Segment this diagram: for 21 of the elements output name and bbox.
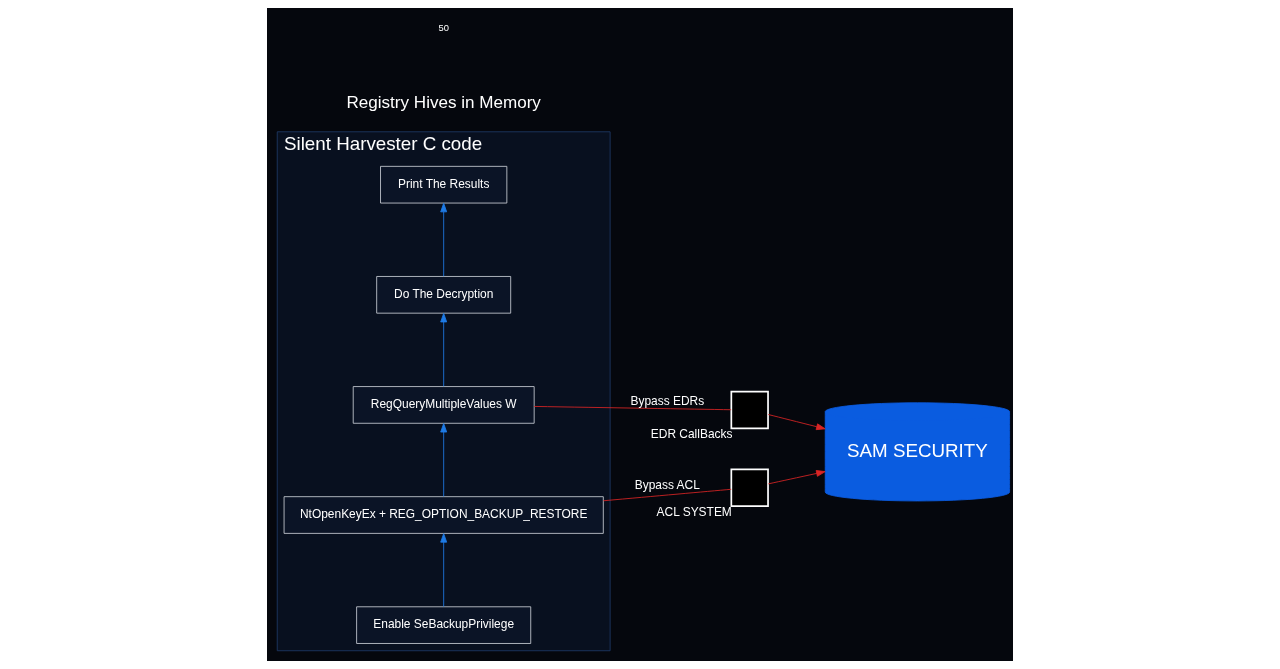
arrow: [440, 313, 448, 387]
node-box: Enable SeBackupPrivilege: [356, 606, 532, 644]
node-box: Do The Decryption: [376, 276, 512, 314]
node-box: [730, 468, 769, 507]
edge-label: Bypass EDRs: [630, 394, 705, 409]
arrow: [767, 470, 826, 485]
label: Registry Hives in Memory: [346, 92, 541, 112]
arrow: [767, 414, 826, 431]
arrow: [440, 533, 448, 608]
node-box: NtOpenKeyEx + REG_OPTION_BACKUP_RESTORE: [283, 496, 604, 534]
connector: [533, 406, 732, 411]
node-label: ACL SYSTEM: [656, 504, 732, 519]
arrow: [440, 202, 448, 277]
node-box: [730, 390, 769, 430]
node-label: EDR CallBacks: [650, 426, 733, 441]
edge-label: Bypass ACL: [634, 477, 700, 492]
connector: [602, 488, 732, 502]
label: 50: [438, 22, 449, 33]
node-box: RegQueryMultipleValues W: [352, 386, 535, 424]
arrow: [440, 423, 448, 497]
node-box: Print The Results: [380, 165, 508, 204]
